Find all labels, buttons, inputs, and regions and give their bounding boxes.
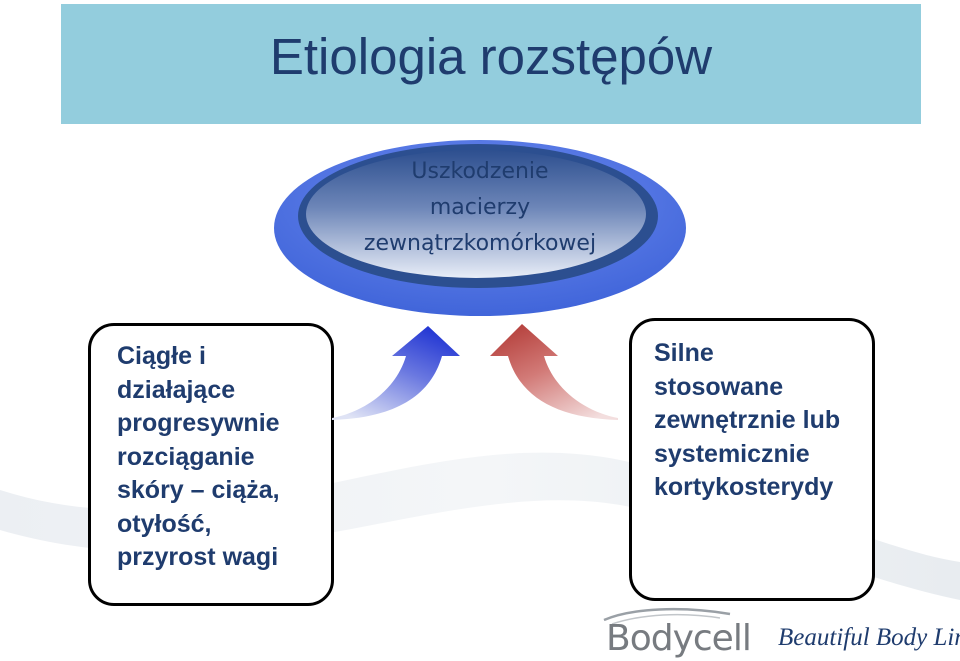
center-line: Uszkodzenie [411, 159, 549, 184]
tagline-logo: Beautiful Body Line [778, 624, 960, 651]
right-line: kortykosterydy [654, 473, 834, 501]
right-line: Silne [654, 339, 714, 367]
center-line: macierzy [429, 195, 531, 220]
left-line: rozciąganie [117, 442, 255, 471]
center-ellipse [274, 140, 686, 316]
left-line: przyrost wagi [117, 543, 279, 571]
left-line: działające [117, 375, 236, 404]
bodycell-wordmark: Bodycell [606, 618, 752, 659]
left-line: skóry – ciąża, [117, 476, 280, 504]
left-cause-box: Ciągłe i działające progresywnie rozciąg… [88, 323, 334, 606]
right-line: systemicznie [654, 439, 810, 468]
right-line: stosowane [654, 372, 784, 401]
right-line: zewnętrznie lub [654, 406, 841, 434]
left-line: otyłość, [117, 509, 212, 538]
page-title: Etiologia rozstępów [269, 28, 713, 85]
left-line: Ciągłe i [117, 342, 206, 370]
title-bar: Etiologia rozstępów [61, 4, 921, 124]
center-label: Uszkodzenie macierzy zewnątrzkomórkowej [300, 154, 660, 262]
right-cause-box: Silne stosowane zewnętrznie lub systemic… [629, 318, 875, 601]
bodycell-swoosh-icon [603, 607, 731, 625]
left-cause-text: Ciągłe i działające progresywnie rozciąg… [117, 340, 280, 575]
bodycell-logo: Bodycell [602, 606, 752, 659]
right-cause-text: Silne stosowane zewnętrznie lub systemic… [654, 337, 840, 505]
center-line: zewnątrzkomórkowej [363, 231, 597, 256]
left-line: progresywnie [117, 409, 280, 437]
left-curved-arrow [332, 326, 460, 420]
right-curved-arrow [490, 324, 618, 420]
